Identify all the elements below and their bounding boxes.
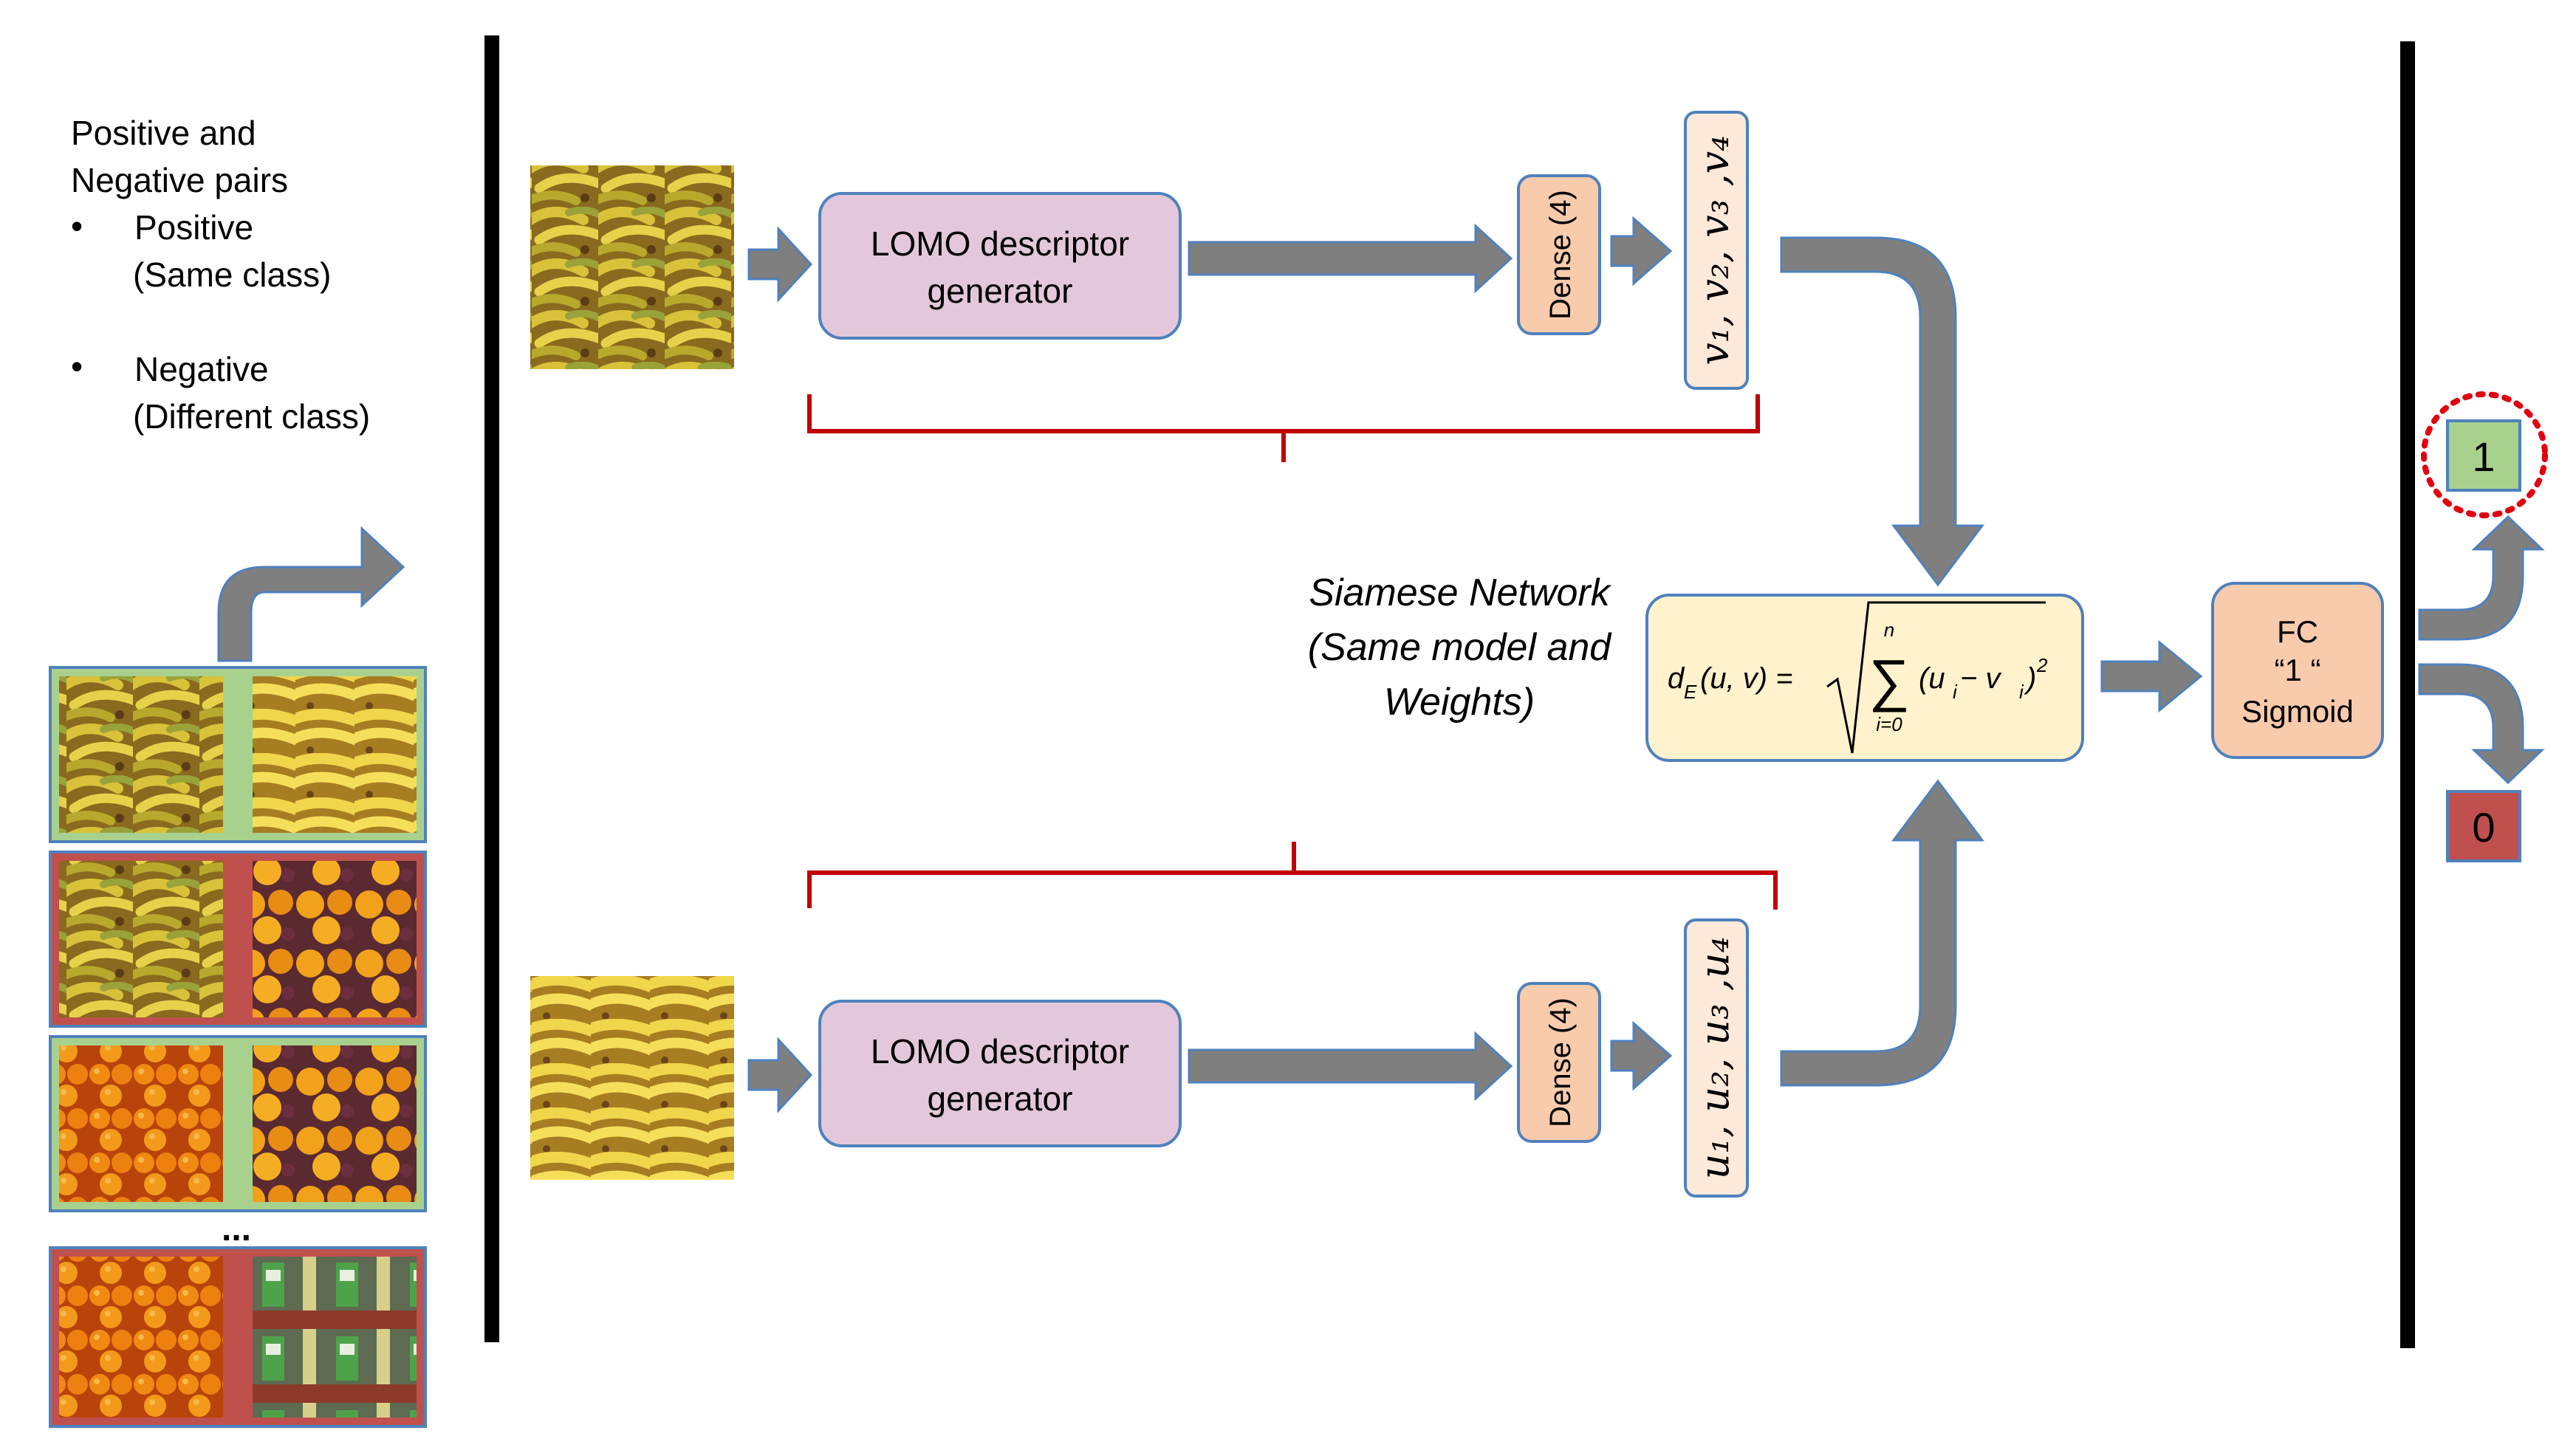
negative-label: Negative <box>134 350 269 388</box>
top-vector-box <box>1684 111 1749 390</box>
bottom-vector-label: u₁, u₂, u₃ ,u₄ <box>1691 937 1738 1180</box>
bottom-lomo-box <box>818 1000 1182 1147</box>
bottom-brace <box>807 842 1778 910</box>
formula-term-mid: − v <box>1960 662 2001 695</box>
formula-lhs-subscript: E <box>1684 681 1697 703</box>
top-input-image <box>530 165 734 369</box>
bottom-lomo-label-line2: generator <box>928 1079 1073 1118</box>
intro-title-line2: Negative pairs <box>71 161 288 199</box>
intro-title-line1: Positive and <box>71 114 256 152</box>
bottom-input-arrow <box>747 1037 813 1113</box>
pair-image-orange <box>253 861 417 1017</box>
pair-image-banana <box>253 676 417 833</box>
pair-image-orange <box>253 1045 417 1202</box>
negative-sub: (Different class) <box>133 397 370 436</box>
distance-to-fc-arrow <box>2100 639 2203 713</box>
fc-label-line1: FC <box>2277 614 2318 649</box>
top-lomo-label-line2: generator <box>928 272 1073 310</box>
top-vector-to-distance-arrow <box>1780 236 1984 587</box>
fc-box <box>2211 582 2384 759</box>
siamese-label-line3: Weights) <box>1384 681 1535 724</box>
siamese-label-line2: (Same model and <box>1308 626 1613 669</box>
bottom-lomo-to-dense-arrow <box>1188 1031 1513 1102</box>
pairs-feed-arrow <box>217 526 405 662</box>
positive-sub: (Same class) <box>133 255 331 294</box>
output-arrow-up <box>2418 515 2545 641</box>
positive-label: Positive <box>134 208 253 247</box>
top-lomo-to-dense-arrow <box>1188 223 1513 294</box>
output-zero-label: 0 <box>2472 804 2495 851</box>
pair-row-1 <box>49 666 427 843</box>
output-one-label: 1 <box>2472 433 2495 480</box>
distance-box <box>1645 594 2084 762</box>
pair-row-4 <box>49 1246 427 1428</box>
distance-formula: d E (u, v) = n ∑ i=0 (u i − v i ) 2 <box>1668 601 2048 754</box>
formula-sum-symbol: ∑ <box>1868 648 1910 712</box>
top-dense-label: Dense (4) <box>1544 190 1577 320</box>
bottom-lomo-label-line1: LOMO descriptor <box>871 1032 1129 1071</box>
pair-image-orange <box>59 1257 223 1418</box>
fc-label-line2: “1 “ <box>2275 653 2321 687</box>
top-input-arrow <box>747 226 813 303</box>
bullet-negative: • <box>71 347 83 385</box>
pair-image-juice <box>253 1257 417 1418</box>
top-vector-label: v₁, v₂, v₃ ,v₄ <box>1691 135 1738 365</box>
top-lomo-box <box>818 192 1182 340</box>
formula-sqrt-sign <box>1826 601 2046 754</box>
formula-term-sub1: i <box>1953 681 1958 703</box>
top-dense-to-vector-arrow <box>1610 216 1673 286</box>
pair-row-3 <box>49 1035 427 1212</box>
pairs-ellipsis: ... <box>222 1209 251 1248</box>
formula-term-close: ) <box>2024 662 2036 695</box>
pair-image-orange <box>59 1045 223 1202</box>
top-dense-box <box>1517 174 1601 335</box>
pair-row-2 <box>49 851 427 1028</box>
left-separator-bar <box>484 35 499 1342</box>
formula-exponent: 2 <box>2036 654 2048 676</box>
formula-term-open: (u <box>1919 662 1945 695</box>
pair-image-banana <box>59 861 223 1017</box>
fc-label-line3: Sigmoid <box>2241 694 2354 729</box>
bottom-input-image <box>530 976 734 1180</box>
formula-sum-bottom: i=0 <box>1876 713 1902 735</box>
selected-output-highlight <box>2421 391 2548 518</box>
formula-sum-top: n <box>1884 619 1894 641</box>
output-one-box <box>2446 419 2521 492</box>
pair-image-banana <box>59 676 223 833</box>
bottom-vector-box <box>1684 918 1749 1198</box>
bottom-vector-to-distance-arrow <box>1780 779 1984 1087</box>
right-separator-bar <box>2400 41 2415 1348</box>
output-arrow-down <box>2418 663 2545 785</box>
formula-lhs-args: (u, v) = <box>1700 662 1793 695</box>
top-lomo-label-line1: LOMO descriptor <box>871 224 1129 263</box>
bottom-dense-to-vector-arrow <box>1610 1020 1673 1091</box>
top-brace <box>807 394 1760 462</box>
formula-term-sub2: i <box>2019 681 2024 703</box>
bottom-dense-label: Dense (4) <box>1544 997 1577 1127</box>
siamese-label-line1: Siamese Network <box>1309 571 1611 614</box>
formula-lhs: d <box>1668 662 1685 695</box>
bottom-dense-box <box>1517 982 1601 1143</box>
output-zero-box <box>2446 790 2521 862</box>
bullet-positive: • <box>71 207 83 245</box>
